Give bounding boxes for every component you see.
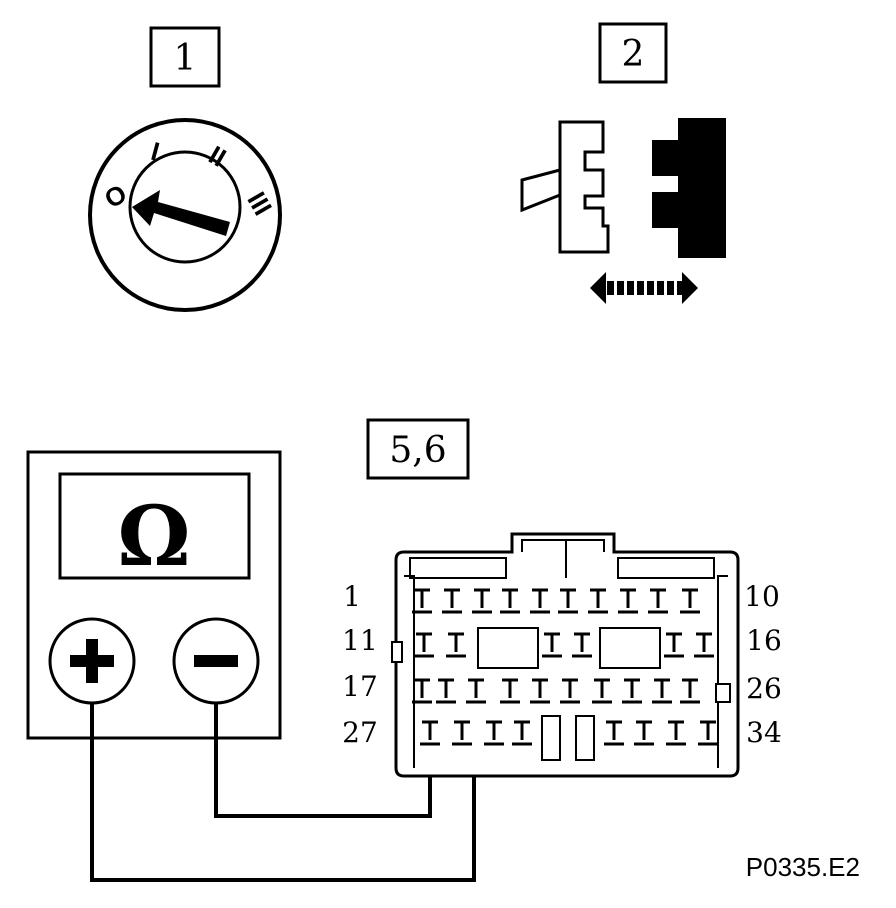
arrow-left-icon: [590, 272, 606, 304]
plus-icon: [70, 639, 114, 683]
connector-pin-icon: [560, 678, 580, 704]
connector-pin-icon: [680, 678, 700, 704]
connector-pin-icon: [442, 588, 462, 614]
connector-pin-icon: [542, 632, 562, 658]
connector-pin-icon: [572, 632, 592, 658]
connector-pin-icon: [452, 720, 472, 746]
connector-label-34: 34: [746, 716, 782, 749]
ohmmeter-display: [58, 472, 251, 580]
connector-pin-icon: [436, 678, 456, 704]
connector-label-17: 17: [342, 670, 378, 703]
connector-pin-icon: [558, 588, 578, 614]
ohm-symbol: Ω: [118, 489, 191, 585]
connector-pin-icon: [618, 588, 638, 614]
minus-icon: [194, 655, 238, 667]
connector-pin-icon: [698, 720, 718, 746]
connector-pin-icon: [500, 588, 520, 614]
key-pointer-icon: [132, 190, 230, 236]
connector-pin-icon: [694, 632, 714, 658]
ignition-switch-icon: O I II III: [88, 118, 282, 312]
connector-pins: [412, 588, 718, 746]
connector-pin-icon: [666, 720, 686, 746]
step-1-label: 1: [174, 38, 197, 79]
step-5-6-box: [366, 418, 470, 480]
connector-pin-icon: [446, 632, 466, 658]
connector-pin-icon: [530, 588, 550, 614]
connector-pin-icon: [466, 678, 486, 704]
arrow-right-icon: [682, 272, 698, 304]
connector-pin-icon: [530, 678, 550, 704]
connector-pin-icon: [604, 720, 624, 746]
connector-pin-icon: [500, 678, 520, 704]
connector-pin-icon: [420, 720, 440, 746]
connector-pin-icon: [664, 632, 684, 658]
connector-label-27: 27: [342, 716, 378, 749]
figure-reference: P0335.E2: [746, 852, 860, 882]
connector-label-10: 10: [744, 580, 780, 613]
ohmmeter: Ω: [26, 450, 282, 740]
connector-pin-icon: [472, 588, 492, 614]
connector-pin-icon: [622, 678, 642, 704]
connector-label-16: 16: [746, 624, 782, 657]
connector-label-1: 1: [343, 580, 361, 613]
connector-pin-icon: [484, 720, 504, 746]
connector-pin-icon: [412, 678, 432, 704]
ecu-connector: [391, 532, 740, 778]
locking-tab-icon: [520, 168, 562, 213]
connector-pin-icon: [512, 720, 532, 746]
connector-pin-icon: [680, 588, 700, 614]
connector-disconnect-icon: [520, 118, 726, 304]
connector-label-26: 26: [746, 672, 782, 705]
connector-pin-icon: [592, 678, 612, 704]
step-2-label: 2: [622, 34, 645, 75]
step-1-group: 1: [149, 26, 221, 88]
connector-pin-icon: [634, 720, 654, 746]
connector-pin-icon: [648, 588, 668, 614]
connector-pin-icon: [652, 678, 672, 704]
connector-pin-icon: [588, 588, 608, 614]
step-5-6-label: 5,6: [389, 430, 446, 471]
step-1-box: [149, 26, 221, 88]
plus-test-lead: [90, 680, 476, 882]
step-2-box: [598, 22, 668, 84]
step-5-6-group: 5,6: [366, 418, 470, 480]
step-2-group: 2: [598, 22, 668, 84]
connector-pin-icon: [412, 588, 432, 614]
connector-label-11: 11: [342, 624, 378, 657]
connector-pin-icon: [414, 632, 434, 658]
